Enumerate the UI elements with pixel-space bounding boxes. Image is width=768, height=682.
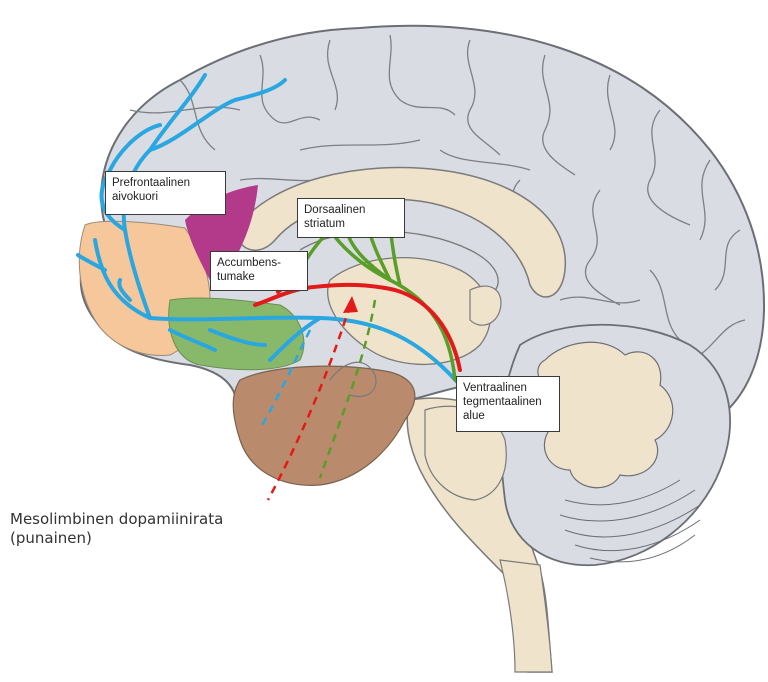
label-vta-line2: tegmentaalinen <box>463 395 553 409</box>
pathway-caption: Mesolimbinen dopamiinirata (punainen) <box>10 510 223 548</box>
caption-line2: (punainen) <box>10 529 223 548</box>
label-prefrontal-line2: aivokuori <box>112 190 219 204</box>
label-prefrontal-cortex: Prefrontaalinen aivokuori <box>105 171 226 215</box>
label-dorsal-line1: Dorsaalinen <box>304 203 398 217</box>
label-prefrontal-line1: Prefrontaalinen <box>112 176 219 190</box>
label-dorsal-line2: striatum <box>304 217 398 231</box>
medulla <box>500 560 552 672</box>
caption-line1: Mesolimbinen dopamiinirata <box>10 510 223 529</box>
label-vta-line1: Ventraalinen <box>463 381 553 395</box>
label-nucleus-accumbens: Accumbens- tumake <box>210 251 308 291</box>
label-vta-line3: alue <box>463 409 553 423</box>
label-accumbens-line1: Accumbens- <box>217 256 301 270</box>
label-ventral-tegmental-area: Ventraalinen tegmentaalinen alue <box>456 376 560 432</box>
label-dorsal-striatum: Dorsaalinen striatum <box>297 198 405 238</box>
label-accumbens-line2: tumake <box>217 270 301 284</box>
limbic-region <box>169 298 304 370</box>
